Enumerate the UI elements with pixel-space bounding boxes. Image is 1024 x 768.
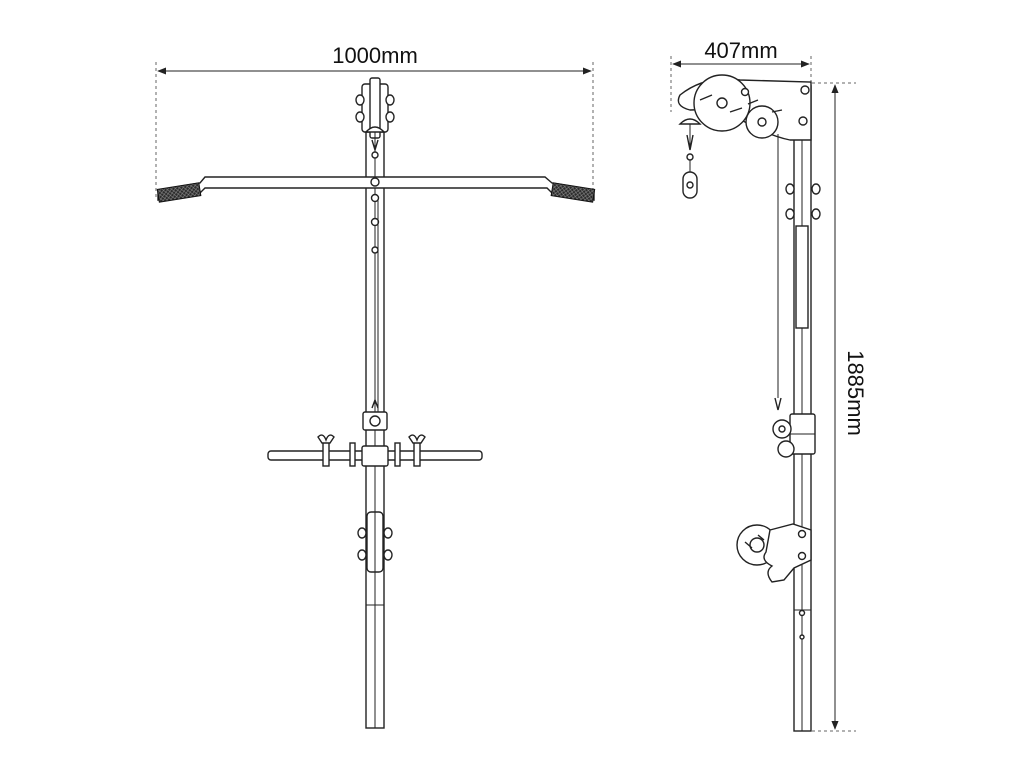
- side-hanging-handle: [682, 124, 698, 199]
- side-column: [785, 85, 821, 732]
- front-view: 1000mm: [155, 43, 596, 729]
- side-cable: [774, 134, 782, 411]
- height-dimension-label: 1885mm: [843, 350, 868, 436]
- front-top-pulley: [355, 77, 395, 165]
- front-mid-clamp: [362, 398, 388, 431]
- front-bottom-pulley: [357, 511, 393, 573]
- width-dimension: 1000mm: [155, 43, 594, 198]
- side-mid-clamp: [772, 413, 816, 458]
- depth-dimension: 407mm: [670, 38, 812, 112]
- side-view: 407mm 1885mm: [670, 38, 868, 732]
- side-low-pulley: [736, 523, 812, 583]
- depth-dimension-label: 407mm: [704, 38, 777, 63]
- height-dimension: 1885mm: [812, 82, 868, 732]
- low-row-bar: [267, 434, 483, 467]
- lat-bar: [156, 176, 596, 203]
- width-dimension-label: 1000mm: [332, 43, 418, 68]
- side-top-pulley-housing: [677, 74, 812, 141]
